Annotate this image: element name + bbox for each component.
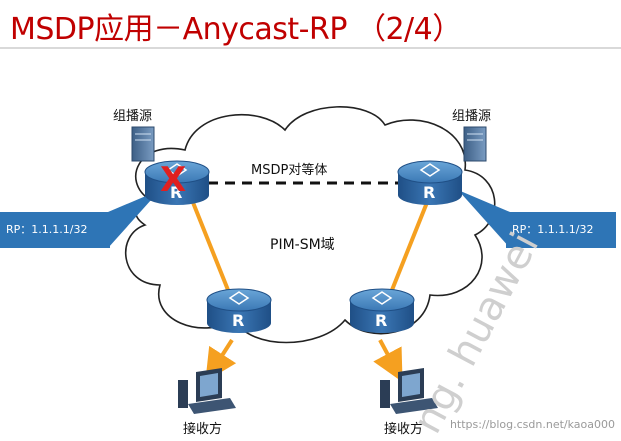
source-label-left: 组播源 xyxy=(113,109,153,124)
router-icon-bottom-left xyxy=(206,288,272,333)
server-icon-left xyxy=(131,126,155,162)
slide-title: MSDP应用－Anycast-RP （2/4） xyxy=(10,12,462,47)
rp-address-right: RP：1.1.1.1/32 xyxy=(506,212,616,248)
rp-address-left: RP：1.1.1.1/32 xyxy=(0,212,110,248)
receiver-label-right: 接收方 xyxy=(384,422,424,437)
router-letter-rp-left: R xyxy=(170,183,183,202)
failed-rp-marker: X xyxy=(160,160,187,200)
pc-icon-left xyxy=(178,368,236,414)
rp-right-pointer xyxy=(458,190,510,248)
source-label-right: 组播源 xyxy=(452,109,492,124)
pim-sm-domain-label: PIM-SM域 xyxy=(270,237,335,253)
router-icon-rp-left xyxy=(144,160,210,205)
router-letter-bottom-left: R xyxy=(232,311,245,330)
pc-icon-right xyxy=(380,368,438,414)
rp-left-pointer xyxy=(108,190,160,248)
receiver-label-left: 接收方 xyxy=(183,422,223,437)
arrow-right xyxy=(373,339,403,383)
arrow-left xyxy=(205,338,237,382)
router-letter-rp-right: R xyxy=(423,183,436,202)
msdp-peer-label: MSDP对等体 xyxy=(251,163,328,178)
link-left xyxy=(188,194,234,301)
router-icon-rp-right xyxy=(397,160,463,205)
title-divider xyxy=(0,47,621,49)
router-letter-bottom-right: R xyxy=(375,311,388,330)
pim-sm-cloud xyxy=(124,106,496,344)
link-right xyxy=(386,199,430,301)
server-icon-right xyxy=(463,126,487,162)
router-icon-bottom-right xyxy=(349,288,415,333)
credit-text: https://blog.csdn.net/kaoa000 xyxy=(449,418,615,431)
